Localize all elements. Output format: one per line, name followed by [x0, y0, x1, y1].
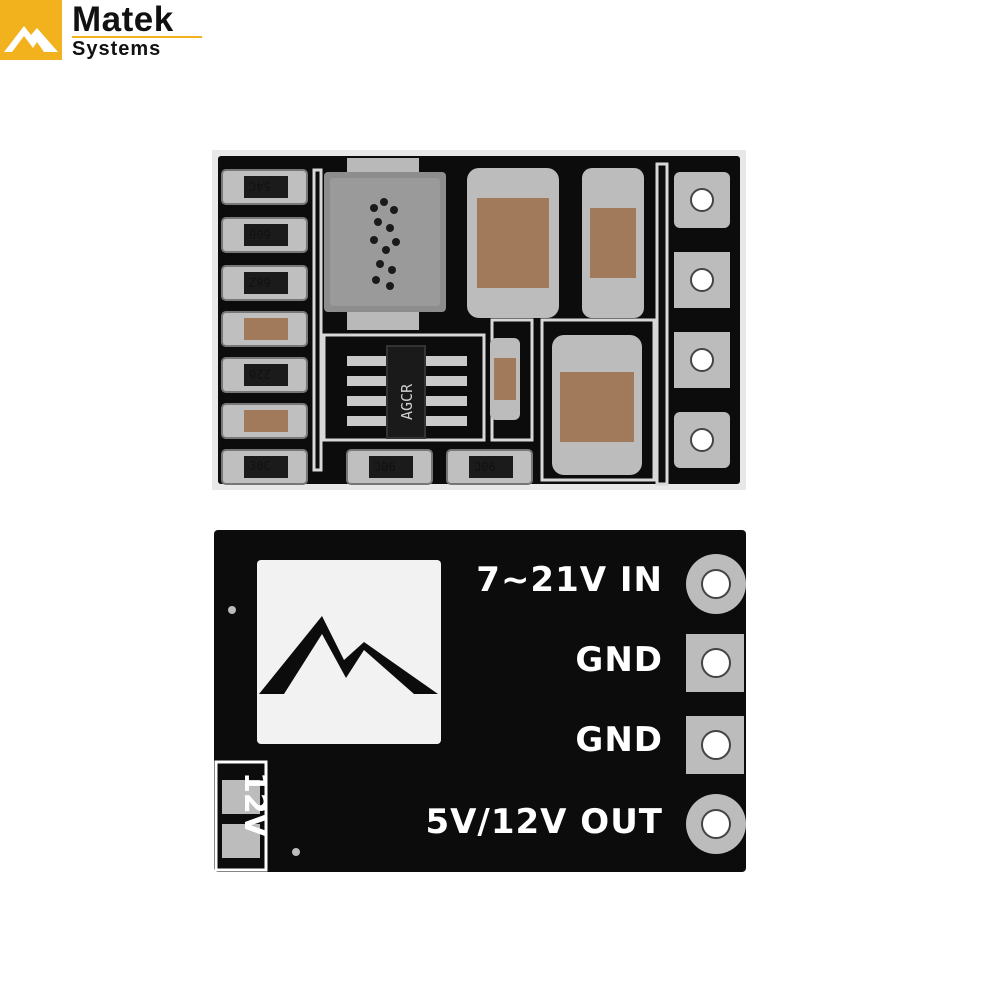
jumper-label: 12V [237, 772, 272, 837]
capacitors [467, 168, 644, 475]
inductor [324, 158, 446, 330]
resistor-column [221, 169, 533, 485]
pin-label-gnd-2: GND [575, 720, 663, 760]
matek-mountain-icon [259, 616, 438, 694]
brand-name-line2: Systems [72, 38, 162, 60]
brand-logo: Matek Systems [0, 0, 215, 62]
resistor-code: 54C [249, 179, 271, 193]
pin-label-output: 5V/12V OUT [425, 802, 663, 842]
brand-divider [72, 36, 202, 38]
power-ic [347, 345, 467, 439]
brand-name-line1: Matek [72, 0, 174, 39]
resistor-code: 90C [374, 459, 396, 473]
resistor-code: 30C [249, 459, 271, 473]
bottom-board [214, 530, 746, 872]
resistor-code: 60B [249, 227, 271, 241]
pin-label-gnd-1: GND [575, 640, 663, 680]
ic-marking: AGCR [398, 383, 416, 420]
jumper-pads [214, 760, 268, 872]
top-board [212, 150, 746, 490]
resistor-code: 68Z [249, 275, 271, 289]
mountain-logo-icon [0, 0, 62, 60]
bottom-pads [686, 554, 746, 854]
resistor-code: 90C [474, 459, 496, 473]
top-pads [674, 172, 730, 468]
matek-logo-block [257, 560, 441, 744]
resistor-code: 220 [249, 367, 271, 381]
pin-label-input: 7~21V IN [476, 560, 663, 600]
